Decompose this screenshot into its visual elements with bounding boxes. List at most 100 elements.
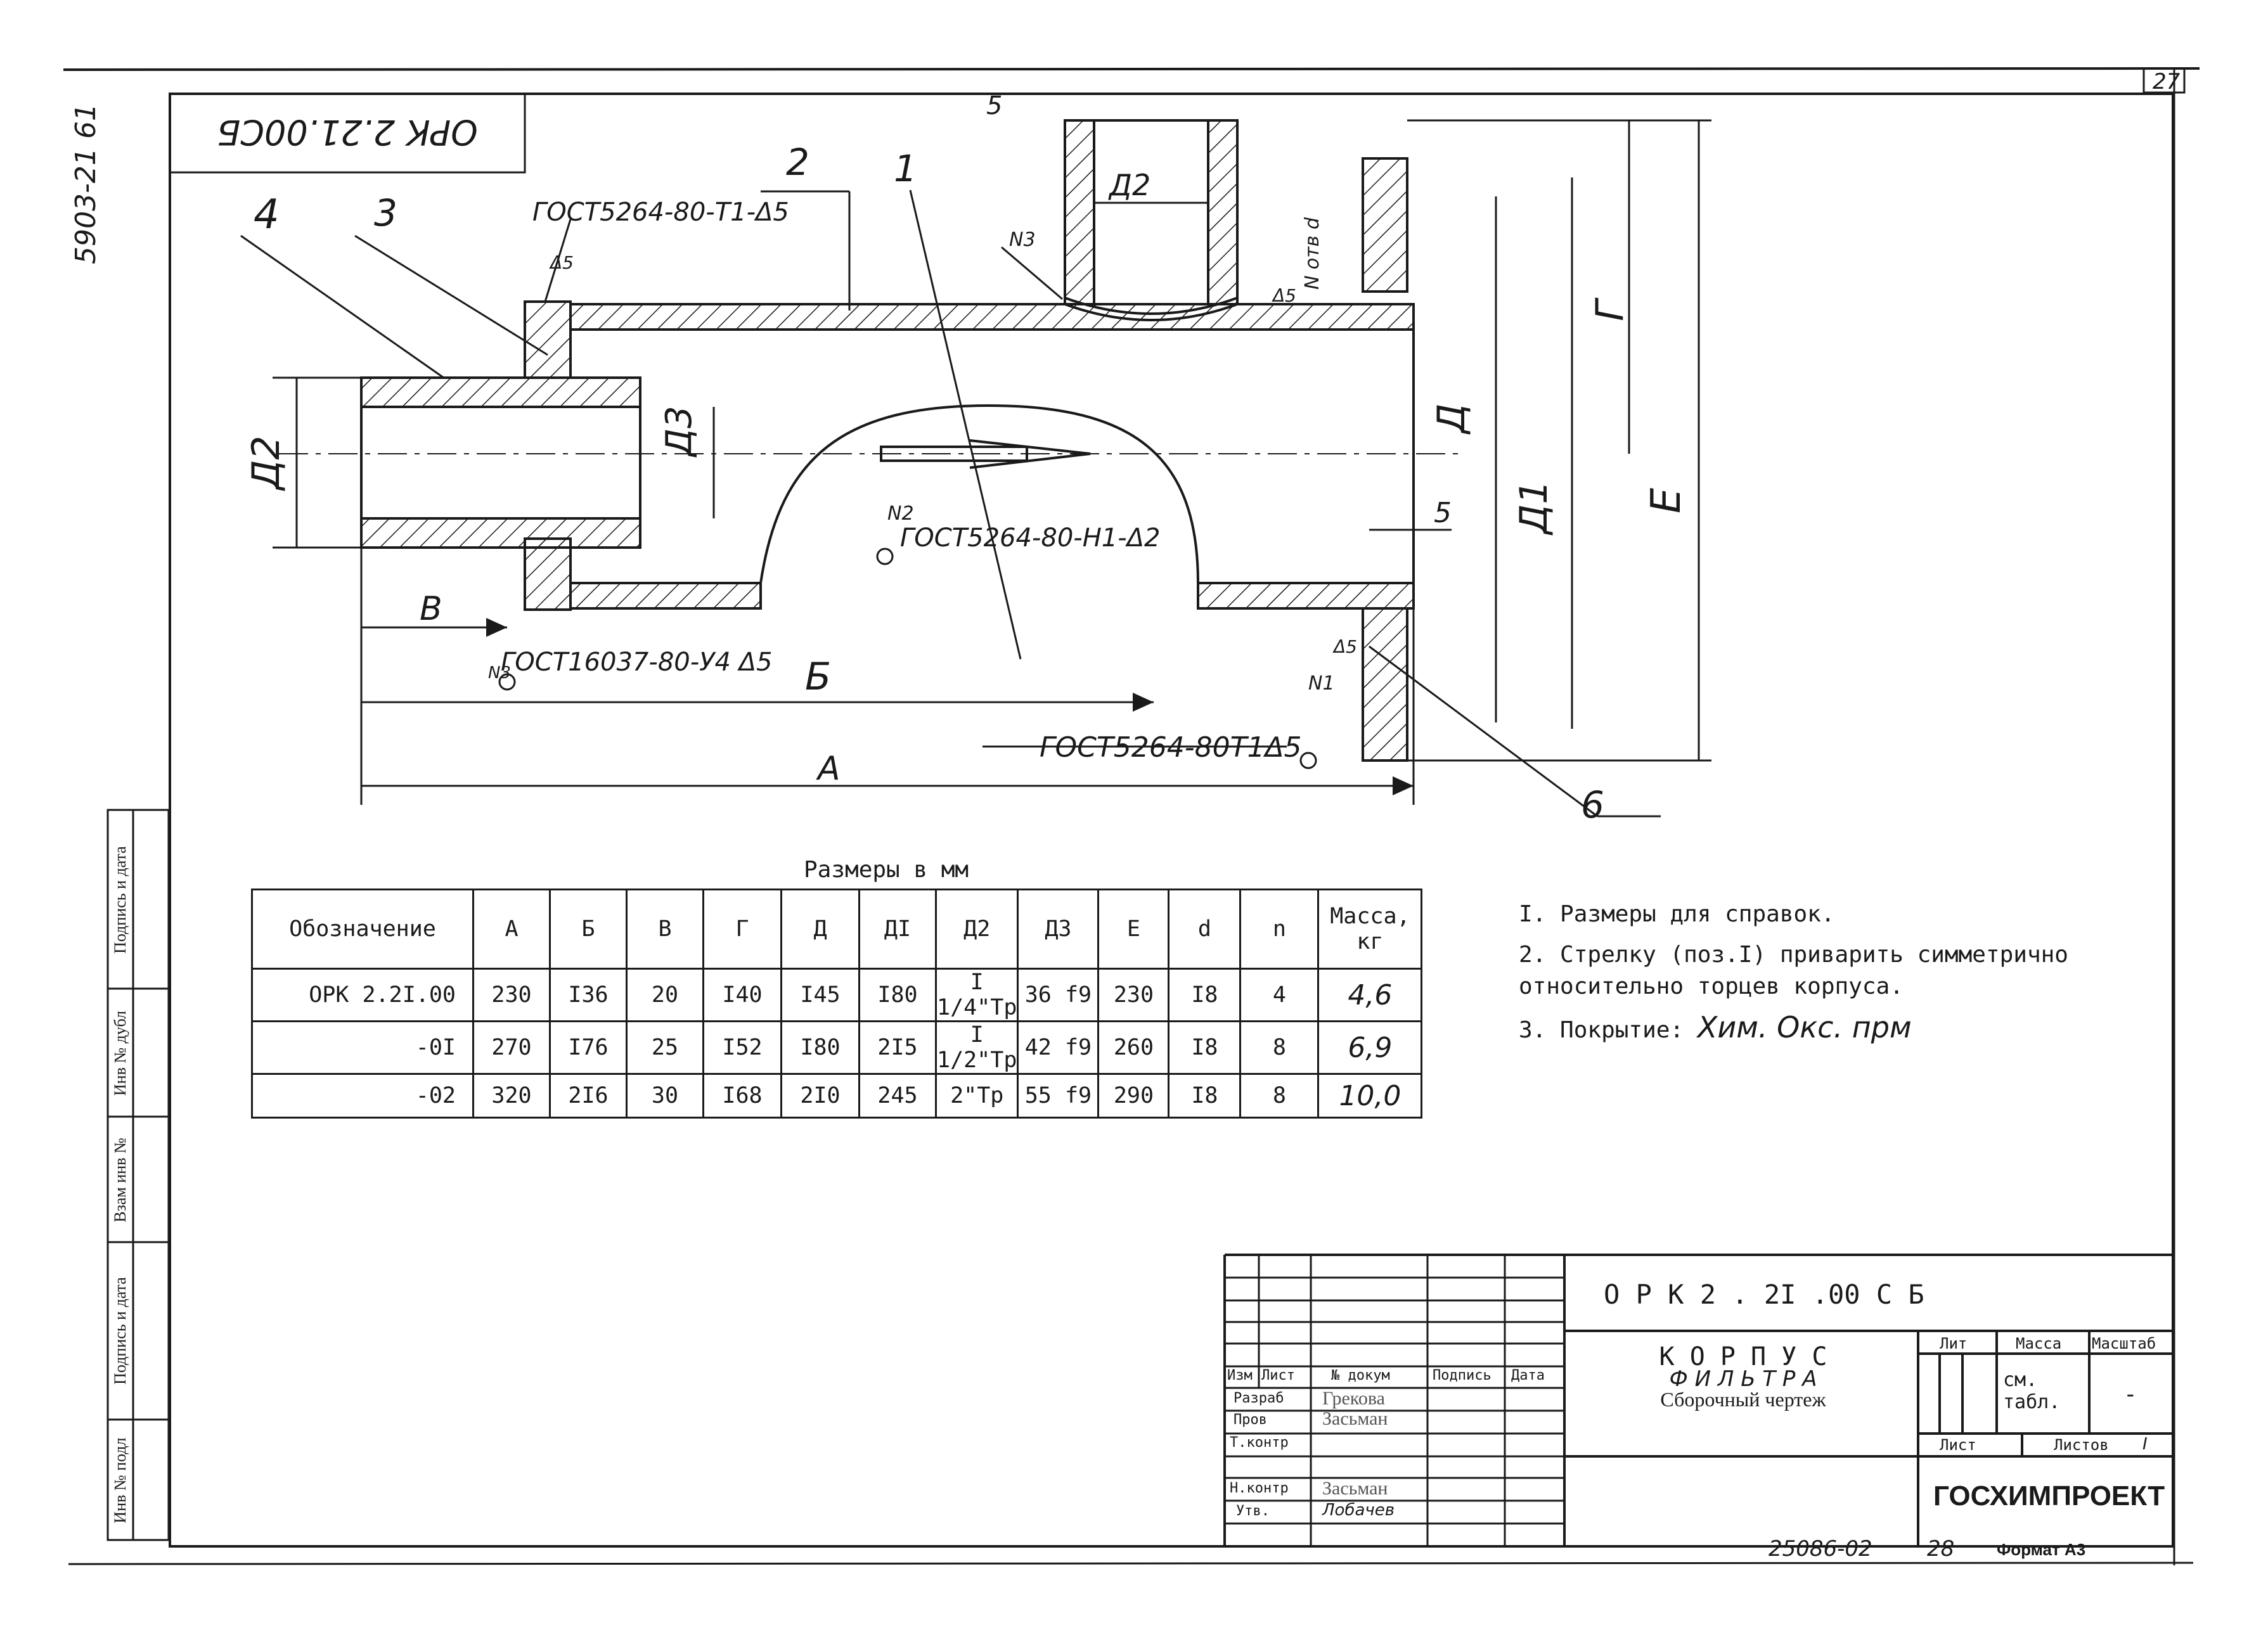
note-item: 3. Покрытие: Хим. Окс. прм xyxy=(1519,1011,2089,1046)
col-scale: Масштаб xyxy=(2092,1335,2156,1352)
spec-cell-mass: 4,6 xyxy=(1317,968,1423,1022)
dim-a: А xyxy=(816,750,841,788)
spec-header: d xyxy=(1168,889,1242,970)
note-number: 2. xyxy=(1519,942,1547,968)
side-col-1: Подпись и дата xyxy=(111,846,129,954)
organization-name: ГОСХИМПРОЕКТ xyxy=(1933,1480,2165,1511)
filter-body-section xyxy=(360,119,1415,762)
note-number: 3. xyxy=(1519,1017,1547,1043)
spec-cell: 42 f9 xyxy=(1017,1020,1100,1075)
sheet-label: Лист xyxy=(1940,1436,1976,1454)
weld-notes: ГОСТ5264-80-Т1-Δ5 ГОСТ16037-80-У4 Δ5 ГОС… xyxy=(488,198,1357,764)
spec-cell: 55 f9 xyxy=(1017,1073,1100,1119)
inventory-number: 5903-21 61 xyxy=(70,103,102,264)
spec-cell: 4 xyxy=(1239,968,1320,1022)
spec-header: А xyxy=(472,889,551,970)
spec-cell: 245 xyxy=(858,1073,937,1119)
col-mass: Масса xyxy=(2016,1335,2062,1352)
drawing-code: О Р К 2 . 2I .00 С Б xyxy=(1604,1279,1924,1310)
position-6: 6 xyxy=(1581,783,1604,826)
sheet-number-box xyxy=(2142,67,2186,94)
spec-cell: I45 xyxy=(780,968,860,1022)
position-2: 2 xyxy=(786,141,809,184)
spec-header: Д2 xyxy=(934,889,1019,970)
dim-d3: Д3 xyxy=(659,406,700,458)
spec-cell: I8 xyxy=(1168,968,1242,1022)
spec-cell: -0I xyxy=(251,1020,474,1075)
scale-value: - xyxy=(2123,1382,2137,1408)
spec-cell-mass: 10,0 xyxy=(1317,1073,1423,1119)
sheets-label: Листов xyxy=(2054,1436,2109,1454)
spec-header: n xyxy=(1239,889,1320,970)
spec-cell: I76 xyxy=(549,1020,628,1075)
name-developer: Грекова xyxy=(1322,1388,1385,1409)
spec-cell: 320 xyxy=(472,1073,551,1119)
note-text: Покрытие: xyxy=(1560,1017,1684,1043)
stamp-code-rotated: ОРК 2.21.00СБ xyxy=(217,112,477,152)
role-checker: Пров xyxy=(1234,1412,1267,1428)
spec-cell: 290 xyxy=(1097,1073,1170,1119)
spec-cell: I52 xyxy=(702,1020,782,1075)
spec-cell: ОРК 2.2I.00 xyxy=(251,968,474,1022)
spec-cell: 30 xyxy=(626,1073,704,1119)
spec-cell: 25 xyxy=(626,1020,704,1075)
table-row: ОРК 2.2I.00 230 I36 20 I40 I45 I80 I 1/4… xyxy=(251,968,1423,1022)
spec-header: Обозначение xyxy=(251,889,474,970)
role-approved: Утв. xyxy=(1236,1503,1270,1519)
side-col-3: Взам инв № xyxy=(111,1138,129,1222)
dim-d1: Д1 xyxy=(1512,480,1556,536)
sig-header-doc: № докум xyxy=(1331,1368,1390,1383)
table-row: -0I 270 I76 25 I52 I80 2I5 I 1/2"Тр 42 f… xyxy=(251,1020,1423,1075)
position-4: 4 xyxy=(254,191,280,238)
weld-note-top: ГОСТ5264-80-Т1-Δ5 xyxy=(532,198,789,227)
note-item: 2. Стрелку (поз.I) приварить симметрично… xyxy=(1519,939,2089,1003)
weld-note-inner: ГОСТ5264-80-Н1-Δ2 xyxy=(900,523,1160,553)
footer-number: 25086-02 xyxy=(1769,1536,1872,1562)
role-tech-control: Т.контр xyxy=(1230,1435,1289,1451)
name-checker: Засьман xyxy=(1322,1408,1388,1429)
spec-cell: 36 f9 xyxy=(1017,968,1100,1022)
position-1: 1 xyxy=(894,147,917,190)
sheets-value: I xyxy=(2142,1435,2148,1454)
signature-grid xyxy=(1225,1255,1564,1546)
footer-format: Формат А3 xyxy=(1997,1540,2086,1559)
spec-cell: 230 xyxy=(472,968,551,1022)
dim-s: 5 xyxy=(1434,497,1452,529)
side-col-4: Подпись и дата xyxy=(111,1277,129,1385)
dim-b: Б xyxy=(805,655,831,699)
weld-mark-3: Δ5 xyxy=(1332,636,1357,657)
spec-cell: I68 xyxy=(702,1073,782,1119)
sheet-top-line xyxy=(63,67,2200,71)
dim-e: Е xyxy=(1643,487,1690,513)
weld-mark-2: Δ5 xyxy=(1272,285,1296,306)
title-line-2: Ф И Л Ь Т Р А xyxy=(1669,1366,1817,1392)
spec-cell: 8 xyxy=(1239,1020,1320,1075)
dimension-lines xyxy=(240,119,1711,818)
spec-cell: -02 xyxy=(251,1073,474,1119)
dimension-labels: Д2 Д3 Д2 Д Д1 Е Г А Б В 5 N отв d xyxy=(244,168,1690,788)
weld-node-n1: N1 xyxy=(1308,672,1335,695)
sig-header-list: Лист xyxy=(1261,1368,1295,1383)
position-5: 5 xyxy=(986,91,1002,120)
title-block-frame xyxy=(1223,1254,2173,1546)
spec-cell: I40 xyxy=(702,968,782,1022)
side-col-2: Инв № дубл xyxy=(111,1011,129,1096)
sheet-bottom-line xyxy=(68,1562,2194,1565)
spec-cell: I 1/2"Тр xyxy=(934,1020,1019,1075)
note-handwritten: Хим. Окс. прм xyxy=(1697,1010,1912,1044)
title-line-1: К О Р П У С xyxy=(1659,1342,1827,1371)
weld-mark-1: Δ5 xyxy=(549,252,574,273)
spec-table: Обозначение А Б В Г Д ДI Д2 Д3 Е d n Мас… xyxy=(251,889,1423,1119)
spec-cell: I80 xyxy=(780,1020,860,1075)
weld-note-bottom-right: ГОСТ5264-80Т1Δ5 xyxy=(1040,731,1302,764)
position-3: 3 xyxy=(374,191,397,234)
position-labels: 4 3 2 1 5 6 xyxy=(254,91,1604,826)
spec-header: Б xyxy=(549,889,628,970)
drawing-frame xyxy=(169,93,2174,1548)
col-lit: Лит xyxy=(1940,1335,1968,1352)
spec-header: Е xyxy=(1097,889,1170,970)
title-line-3: Сборочный чертеж xyxy=(1660,1388,1826,1411)
spec-cell-mass: 6,9 xyxy=(1317,1020,1423,1075)
table-row: -02 320 2I6 30 I68 2I0 245 2"Тр 55 f9 29… xyxy=(251,1073,1423,1119)
